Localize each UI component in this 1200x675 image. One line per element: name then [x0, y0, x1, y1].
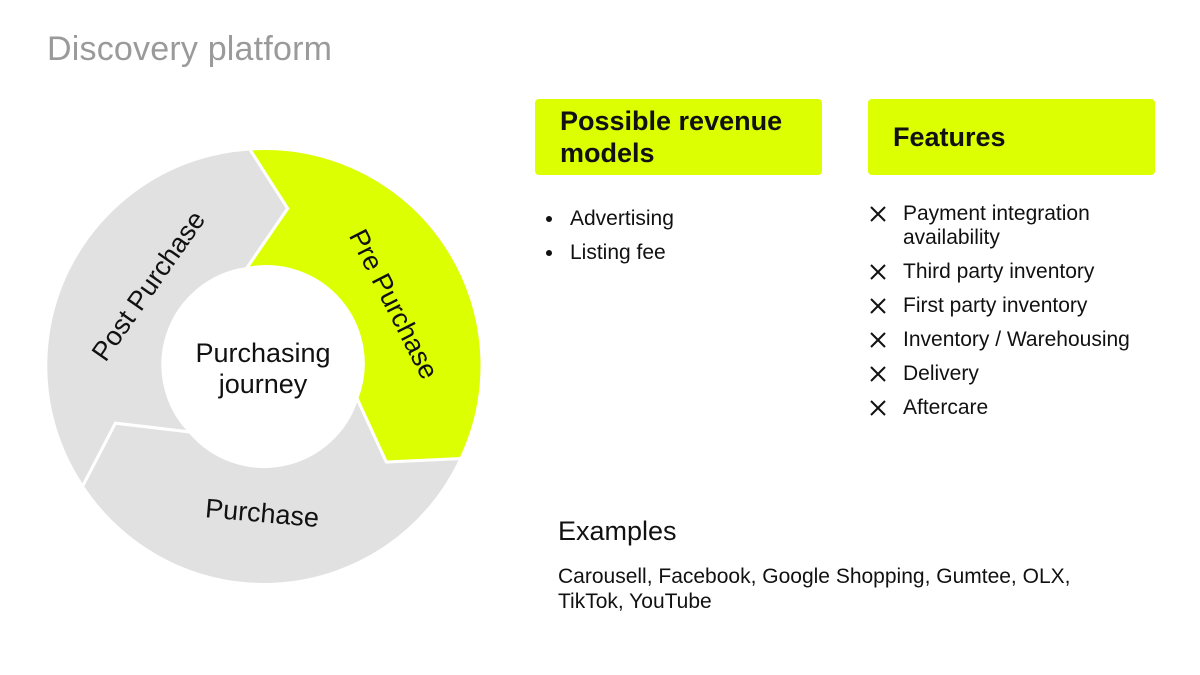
revenue-item-label: Listing fee — [570, 241, 666, 264]
revenue-models-heading-card: Possible revenue models — [535, 99, 822, 175]
feature-item-label: Payment integration availability — [903, 202, 1090, 249]
purchasing-journey-diagram: Pre Purchase Purchase Post Purchase Purc… — [44, 146, 484, 586]
examples-text: Carousell, Facebook, Google Shopping, Gu… — [558, 565, 1071, 613]
feature-item-label: Aftercare — [903, 396, 989, 419]
features-heading: Features — [893, 122, 1006, 152]
revenue-item-label: Advertising — [570, 207, 674, 230]
features-heading-card: Features — [868, 99, 1155, 175]
list-item: First party inventory — [866, 294, 1166, 318]
segment-pre-purchase — [243, 146, 484, 464]
x-icon — [866, 396, 890, 420]
feature-item-label: First party inventory — [903, 294, 1088, 317]
center-label-line-1: Purchasing — [195, 338, 330, 368]
list-item: Aftercare — [866, 396, 1166, 420]
list-item: Listing fee — [546, 236, 674, 270]
center-label-line-2: journey — [218, 369, 308, 399]
feature-item-label: Inventory / Warehousing — [903, 328, 1130, 351]
x-icon — [866, 362, 890, 386]
features-list: Payment integration availability Third p… — [866, 202, 1166, 430]
x-icon — [866, 294, 890, 318]
revenue-models-heading: Possible revenue models — [560, 106, 783, 168]
page-title: Discovery platform — [47, 30, 333, 68]
bullet-icon — [546, 250, 552, 256]
list-item: Third party inventory — [866, 260, 1166, 284]
list-item: Advertising — [546, 202, 674, 236]
revenue-models-list: Advertising Listing fee — [546, 202, 674, 270]
bullet-icon — [546, 216, 552, 222]
list-item: Delivery — [866, 362, 1166, 386]
segment-post-purchase — [44, 147, 290, 490]
x-icon — [866, 202, 890, 226]
segment-purchase — [80, 393, 464, 586]
x-icon — [866, 328, 890, 352]
list-item: Inventory / Warehousing — [866, 328, 1166, 352]
examples-heading: Examples — [558, 516, 677, 546]
feature-item-label: Third party inventory — [903, 260, 1095, 283]
list-item: Payment integration availability — [866, 202, 1166, 250]
feature-item-label: Delivery — [903, 362, 979, 385]
x-icon — [866, 260, 890, 284]
